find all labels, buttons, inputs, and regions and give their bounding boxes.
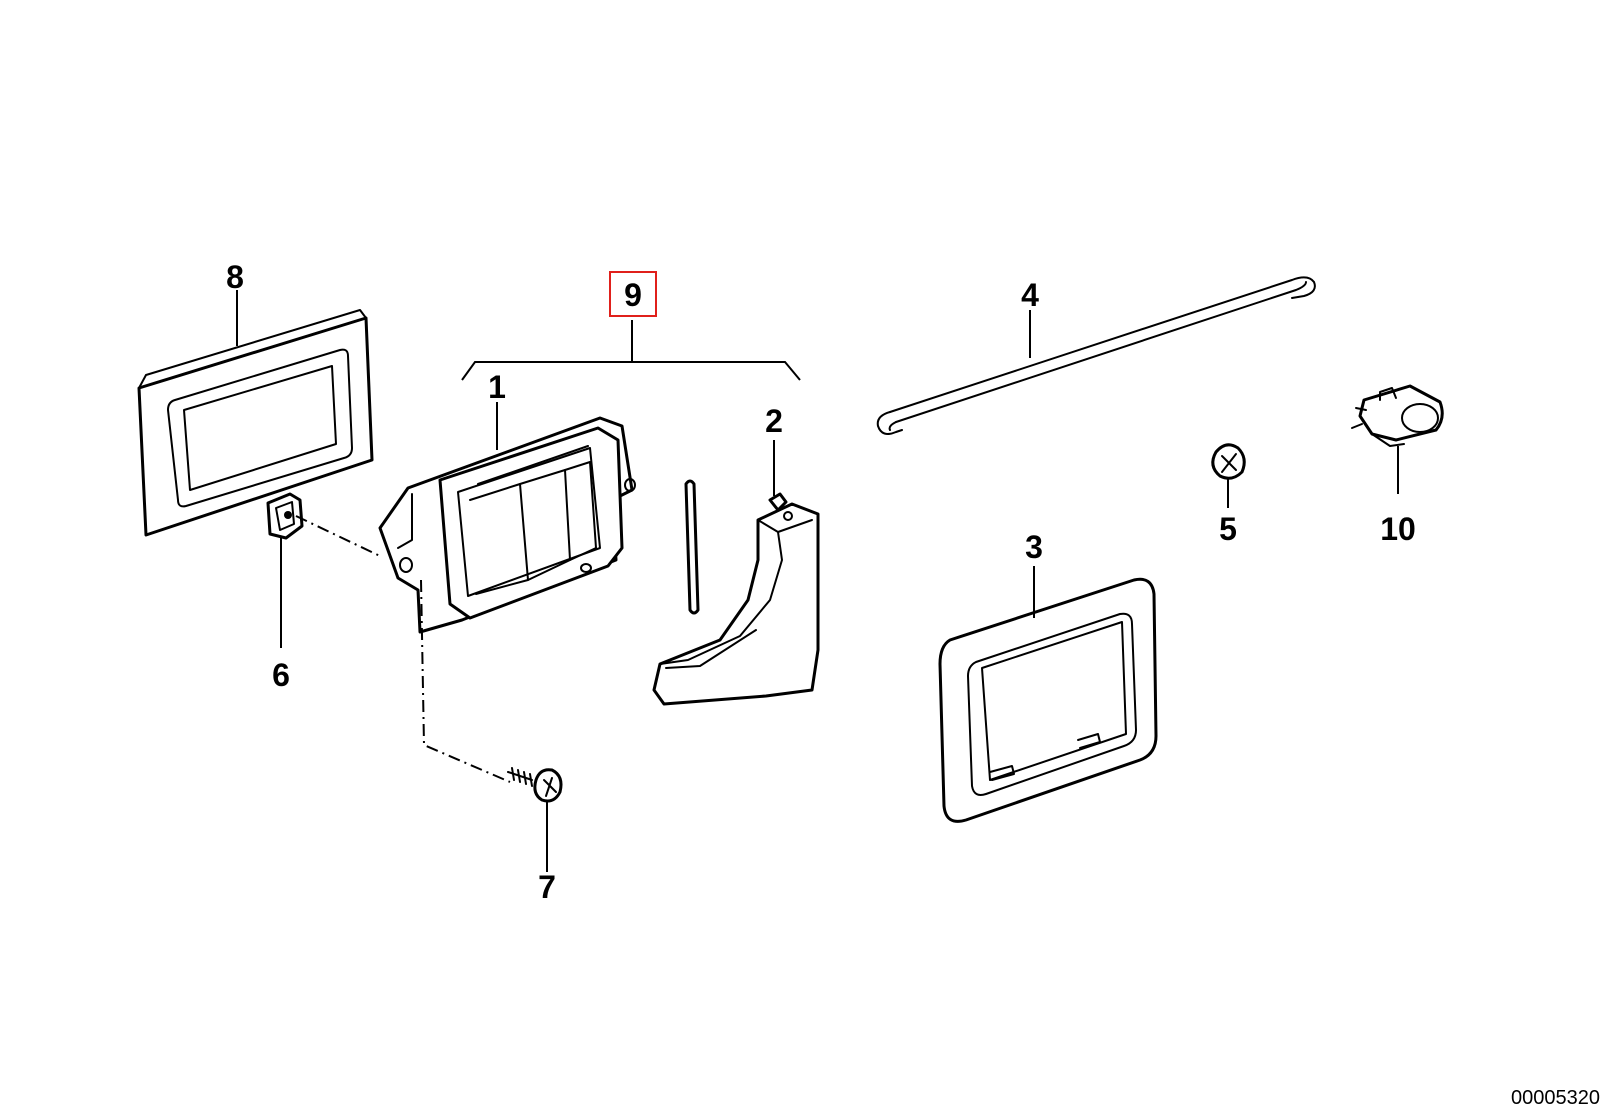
group-bracket-9	[461, 361, 801, 381]
callout-5: 5	[1219, 511, 1237, 547]
callout-3: 3	[1025, 529, 1043, 565]
callout-9[interactable]: 9	[624, 277, 642, 313]
callout-1: 1	[488, 369, 506, 405]
part-1-housing-drawing	[378, 416, 636, 634]
callout-10: 10	[1380, 511, 1416, 547]
part-7-screw-drawing	[507, 767, 563, 803]
callout-4: 4	[1021, 277, 1039, 313]
callout-2: 2	[765, 403, 783, 439]
part-8-frame-drawing	[137, 309, 374, 537]
part-2-trim-drawing	[652, 492, 820, 706]
callout-7: 7	[538, 869, 556, 905]
callout-8: 8	[226, 259, 244, 295]
dashed-line-1-to-7	[420, 579, 511, 783]
part-5-nut-drawing	[1211, 443, 1246, 480]
part-6-clip-drawing	[266, 492, 304, 540]
document-id: 00005320	[1511, 1087, 1600, 1109]
dashed-line-6-to-1	[295, 515, 381, 557]
callout-9-highlight-box	[609, 271, 657, 317]
part-4-rod-drawing	[876, 276, 1316, 435]
callout-6: 6	[272, 657, 290, 693]
part-3-bezel-drawing	[938, 577, 1158, 823]
part-10-clip-drawing	[1351, 384, 1444, 447]
part-seal-strip-drawing	[684, 479, 700, 615]
